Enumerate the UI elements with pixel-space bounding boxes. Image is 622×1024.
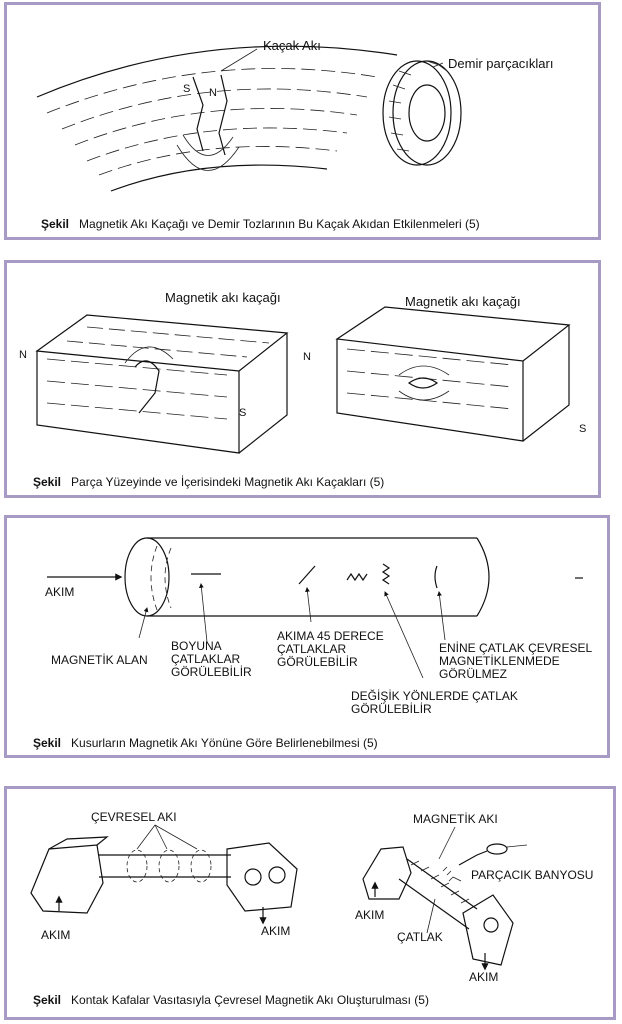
- caption-prefix: Şekil: [33, 736, 62, 750]
- caption-text: Kontak Kafalar Vasıtasıyla Çevresel Magn…: [71, 993, 429, 1007]
- caption-text: Kusurların Magnetik Akı Yönüne Göre Beli…: [71, 736, 378, 750]
- label-circumferential-flux: ÇEVRESEL AKI: [91, 810, 177, 824]
- label-pole-s-left: S: [239, 407, 247, 419]
- caption-text: Magnetik Akı Kaçağı ve Demir Tozlarının …: [79, 217, 480, 231]
- label-longitudinal-2: ÇATLAKLAR: [171, 652, 241, 666]
- caption-panel-4: Şekil Kontak Kafalar Vasıtasıyla Çevresel…: [33, 993, 429, 1007]
- leakage-flux-illustration: [36, 45, 462, 192]
- label-pole-n: N: [209, 87, 217, 99]
- label-transverse-3: GÖRÜLMEZ: [439, 667, 508, 681]
- label-current-left: AKIM: [41, 928, 71, 942]
- label-current-right: AKIM: [261, 924, 291, 938]
- caption-prefix: Şekil: [33, 993, 62, 1007]
- label-pole-n-right: N: [303, 351, 311, 363]
- figure-panel-bar-leakage: Magnetik akı kaçağı Magnetik akı kaçağı …: [4, 260, 601, 498]
- label-longitudinal-3: GÖRÜLEBİLİR: [171, 665, 252, 679]
- label-pole-s-right: S: [579, 423, 587, 435]
- label-leak-flux: Kaçak Akı: [263, 38, 321, 53]
- label-particle-bath: PARÇACIK BANYOSU: [471, 868, 594, 882]
- label-transverse-1: ENİNE ÇATLAK ÇEVRESEL: [439, 641, 593, 655]
- caption-prefix: Şekil: [41, 217, 70, 231]
- label-multi-1: DEĞİŞİK YÖNLERDE ÇATLAK: [351, 689, 518, 703]
- caption-panel-3: Şekil Kusurların Magnetik Akı Yönüne Göre…: [33, 736, 378, 750]
- label-current: AKIM: [45, 585, 75, 599]
- label-magnetic-flux: MAGNETİK AKI: [413, 812, 498, 826]
- label-pole-n-left: N: [19, 349, 27, 361]
- contact-heads-illustration: [30, 824, 528, 971]
- figure-panel-contact-heads: ÇEVRESEL AKI AKIM AKIM MAGNETİK AKI PARÇ…: [4, 786, 616, 1020]
- label-diagonal-1: AKIMA 45 DERECE: [277, 629, 384, 643]
- caption-panel-1: Şekil Magnetik Akı Kaçağı ve Demir Tozlar…: [41, 217, 480, 231]
- label-diagonal-3: GÖRÜLEBİLİR: [277, 655, 358, 669]
- label-multi-2: GÖRÜLEBİLİR: [351, 702, 432, 716]
- label-crack: ÇATLAK: [397, 930, 443, 944]
- bar-leakage-illustration: [35, 306, 571, 454]
- label-magnetic-field: MAGNETİK ALAN: [51, 653, 148, 667]
- label-iron-particles: Demir parçacıkları: [448, 56, 554, 71]
- label-pole-s: S: [183, 83, 191, 95]
- caption-text: Parça Yüzeyinde ve İçerisindeki Magnetik…: [71, 475, 385, 489]
- caption-prefix: Şekil: [33, 475, 62, 489]
- label-current-bottom: AKIM: [469, 970, 499, 984]
- caption-panel-2: Şekil Parça Yüzeyinde ve İçerisindeki Mag…: [33, 475, 384, 489]
- figure-panel-crack-orientation: AKIM MAGNETİK ALAN BOYUNA ÇATLAKLAR GÖRÜ…: [4, 515, 610, 758]
- label-transverse-2: MAGNETİKLENMEDE: [439, 654, 560, 668]
- label-longitudinal-1: BOYUNA: [171, 639, 222, 653]
- figure-panel-leakage-flux: Kaçak Akı Demir parçacıkları S N Şekil Ma…: [4, 2, 601, 240]
- label-current-middle: AKIM: [355, 908, 385, 922]
- label-diagonal-2: ÇATLAKLAR: [277, 642, 347, 656]
- label-leak-right: Magnetik akı kaçağı: [405, 294, 521, 309]
- label-leak-left: Magnetik akı kaçağı: [165, 290, 281, 305]
- crack-orientation-illustration: [47, 537, 583, 679]
